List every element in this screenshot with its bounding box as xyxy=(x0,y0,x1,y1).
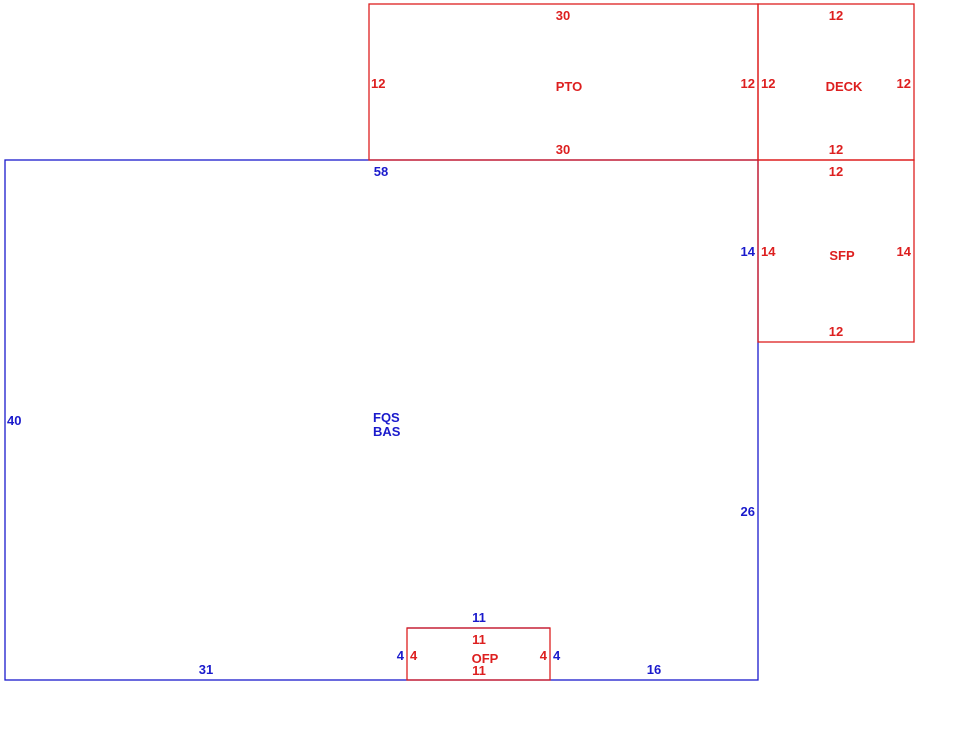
pto-top-dim: 30 xyxy=(556,8,570,23)
pto-left-dim: 12 xyxy=(371,76,385,91)
bas-right-upper-dim: 14 xyxy=(741,244,756,259)
ofp-code: OFP xyxy=(472,651,499,666)
deck-code: DECK xyxy=(826,79,863,94)
sfp-code: SFP xyxy=(829,248,855,263)
sfp-right-dim: 14 xyxy=(897,244,912,259)
bas-top-dim: 58 xyxy=(374,164,388,179)
ofp-left-dim: 4 xyxy=(410,648,418,663)
sfp-left-dim: 14 xyxy=(761,244,776,259)
ofp-bottom-dim: 11 xyxy=(472,663,486,678)
pto-bottom-dim: 30 xyxy=(556,142,570,157)
sfp-bottom-dim: 12 xyxy=(829,324,843,339)
bas-notch-right-dim: 4 xyxy=(553,648,561,663)
bas-bottom-right-dim: 16 xyxy=(647,662,661,677)
bas-notch-left-dim: 4 xyxy=(397,648,405,663)
ofp-outline xyxy=(406,627,551,681)
bas-left-dim: 40 xyxy=(7,413,21,428)
deck-left-dim: 12 xyxy=(761,76,775,91)
bas-code: BAS xyxy=(373,424,401,439)
pto-right-dim: 12 xyxy=(741,76,755,91)
ofp-top-dim: 11 xyxy=(472,632,486,647)
bas-bottom-left-dim: 31 xyxy=(199,662,213,677)
fqs-code: FQS xyxy=(373,410,400,425)
bas-right-lower-dim: 26 xyxy=(741,504,755,519)
ofp-right-dim: 4 xyxy=(540,648,548,663)
deck-right-dim: 12 xyxy=(897,76,911,91)
deck-bottom-dim: 12 xyxy=(829,142,843,157)
bas-notch-top-dim: 11 xyxy=(472,610,486,625)
sfp-top-dim: 12 xyxy=(829,164,843,179)
sfp-outline xyxy=(757,159,915,343)
pto-code: PTO xyxy=(556,79,583,94)
deck-top-dim: 12 xyxy=(829,8,843,23)
